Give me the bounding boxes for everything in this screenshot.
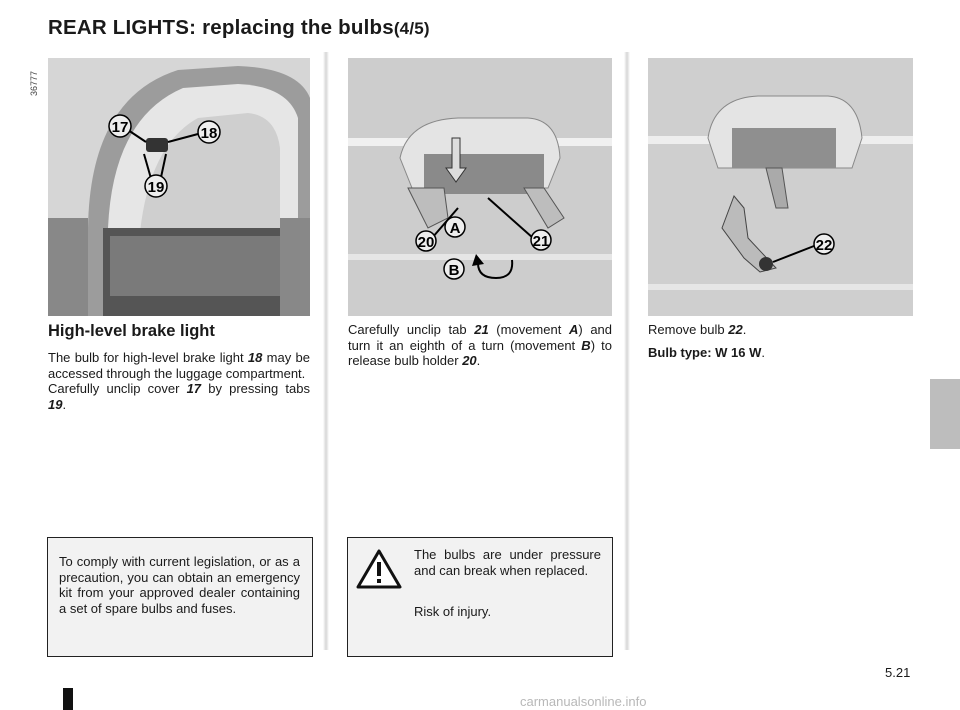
warning-triangle-icon	[356, 548, 402, 595]
bulb-type: Bulb type: W 16 W.	[648, 345, 766, 360]
col3-paragraph: Remove bulb 22.	[648, 322, 747, 337]
figure-bulb-holder-photo: A 20 21 B	[348, 58, 612, 316]
callout-18: 18	[201, 125, 218, 142]
callout-17: 17	[112, 119, 129, 136]
page-edge-mark	[63, 688, 73, 710]
callout-22: 22	[816, 237, 833, 254]
warning-text: The bulbs are under pres­sure and can br…	[414, 547, 601, 578]
high-level-light-cover	[146, 138, 168, 152]
section-heading: High-level brake light	[48, 322, 215, 340]
page-title: REAR LIGHTS: replacing the bulbs(4/5)	[48, 16, 430, 39]
col2-paragraph: Carefully unclip tab 21 (movement A) and…	[348, 322, 613, 368]
page-number: 5.21	[885, 665, 911, 680]
chapter-tab-marker	[930, 379, 960, 449]
column-divider	[323, 52, 329, 650]
watermark: carmanualsonline.info	[520, 694, 647, 709]
figure-bulb-removal-photo: 22	[648, 58, 913, 316]
legislation-note-box	[47, 537, 313, 657]
col1-paragraph: The bulb for high-level brake light 18 m…	[48, 350, 311, 412]
callout-B: B	[449, 262, 460, 279]
figure-ref: 36777	[29, 70, 39, 96]
legislation-note: To comply with current legislation, or a…	[59, 554, 300, 616]
callout-A: A	[450, 220, 461, 237]
callout-21: 21	[533, 233, 550, 250]
warning-risk: Risk of injury.	[414, 604, 492, 619]
title-part: (4/5)	[393, 19, 430, 38]
callout-19: 19	[148, 179, 165, 196]
callout-20: 20	[418, 234, 435, 251]
warning-box	[347, 537, 613, 657]
column-divider	[624, 52, 630, 650]
figure-tailgate-photo: 17 18 19	[48, 58, 310, 316]
